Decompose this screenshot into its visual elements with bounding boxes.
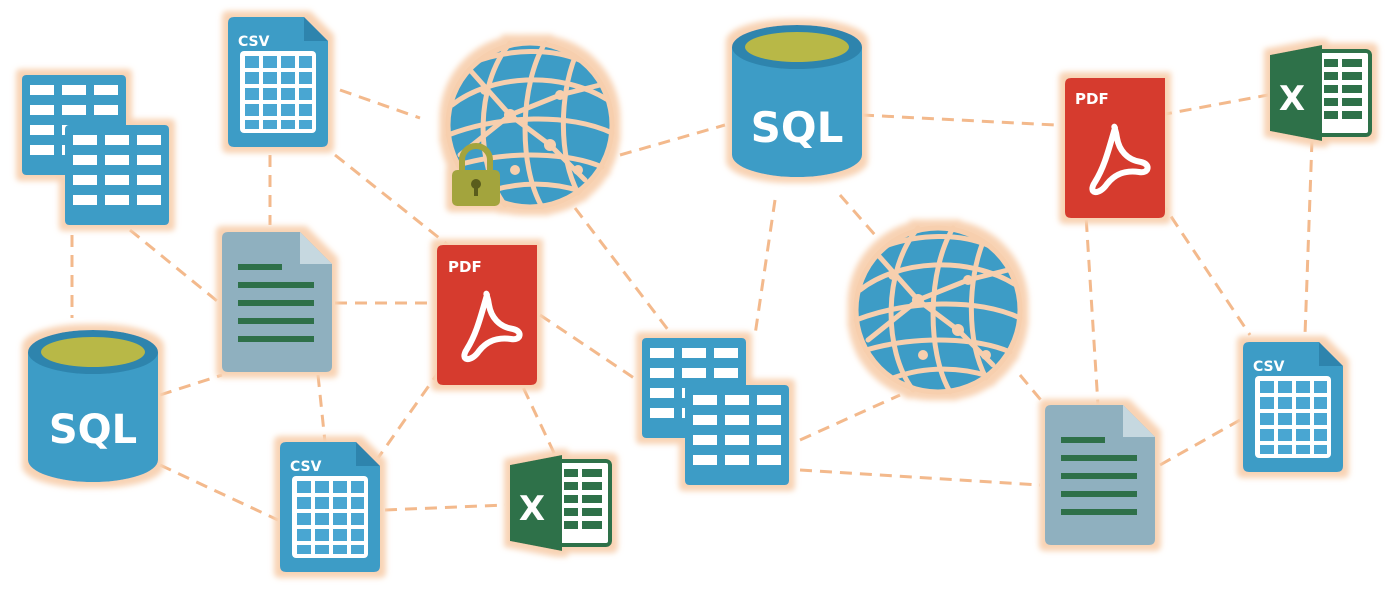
globe-icon [856,228,1020,392]
pdf-label: PDF [448,258,482,276]
excel-file-icon: X [1268,43,1372,143]
sql-database-icon: SQL [28,330,158,482]
csv-label: CSV [290,459,322,475]
excel-label: X [519,489,545,529]
csv-file-icon: CSV [1243,342,1343,472]
document-icon [1045,405,1155,545]
lock-icon [452,143,500,206]
sql-label: SQL [751,103,844,152]
excel-label: X [1279,79,1305,119]
excel-file-icon: X [508,453,612,553]
csv-label: CSV [238,34,270,50]
sql-database-icon: SQL [732,25,862,177]
csv-file-icon: CSV [280,442,380,572]
secure-globe-icon [448,43,612,207]
document-icon [222,232,332,372]
tables-icon [22,75,169,225]
csv-file-icon: CSV [228,17,328,147]
pdf-file-icon: PDF [1065,78,1165,218]
connector-lines [70,88,1314,522]
tables-icon [642,338,789,485]
csv-label: CSV [1253,359,1285,375]
pdf-label: PDF [1075,90,1109,108]
sql-label: SQL [49,407,137,453]
pdf-file-icon: PDF [437,245,537,385]
